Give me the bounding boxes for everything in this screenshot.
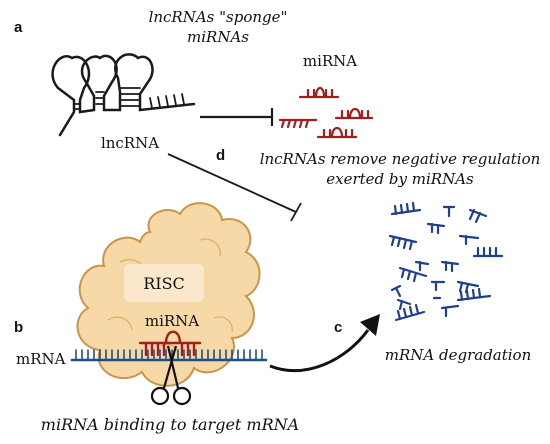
panel-c-label: c: [334, 319, 342, 336]
remove-regulation-line1: lncRNAs remove negative regulation: [260, 150, 541, 168]
mrna-fragments-icon: [388, 201, 504, 322]
sponge-title-line2: miRNAs: [187, 28, 249, 46]
lncrna-label: lncRNA: [101, 134, 159, 152]
binding-caption: miRNA binding to target mRNA: [41, 415, 299, 434]
panel-a-label: a: [14, 19, 23, 36]
inhibit-degradation-arrow: [167, 153, 302, 222]
degradation-arrowhead: [360, 314, 380, 336]
mrna-strand-icon: [70, 349, 268, 362]
risc-texture: [107, 238, 233, 359]
bound-mirna-icon: [138, 330, 202, 357]
panel-d-label: d: [216, 147, 225, 164]
lncrna-structure-icon: [51, 53, 196, 137]
risc-label: RISC: [143, 274, 185, 293]
mirna-risc-label: miRNA: [145, 312, 199, 330]
mirna-group-icon: [278, 86, 374, 139]
degradation-arrow: [269, 329, 370, 372]
mrna-label: mRNA: [16, 350, 66, 368]
risc-label-box: [124, 264, 204, 302]
panel-b-label: b: [14, 319, 23, 336]
remove-regulation-line2: exerted by miRNAs: [326, 170, 474, 188]
degradation-caption: mRNA degradation: [385, 346, 532, 364]
mirna-top-label: miRNA: [303, 52, 357, 70]
inhibit-mirna-arrow: [200, 108, 274, 126]
scissors-icon: [150, 345, 192, 406]
sponge-title-line1: lncRNAs "sponge": [149, 8, 288, 26]
